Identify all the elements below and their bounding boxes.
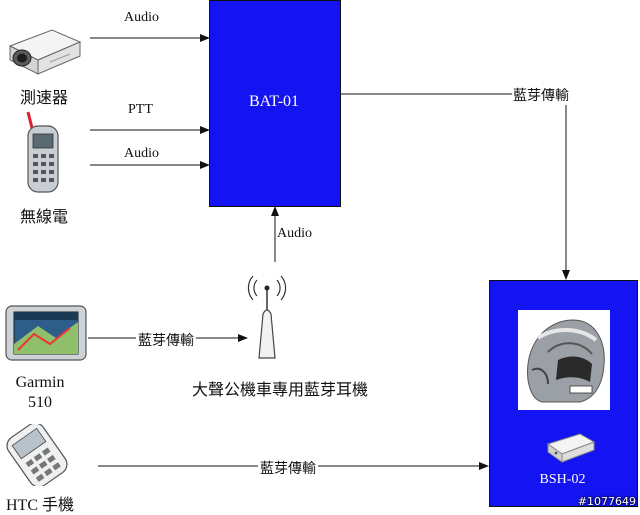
edge-label-radio-ptt: PTT — [128, 102, 153, 117]
edge-label-headset-audio: Audio — [277, 226, 312, 241]
edge-label-radio-audio: Audio — [124, 146, 159, 161]
headset-icon — [247, 275, 287, 359]
edge-label-projector-audio: Audio — [124, 10, 159, 25]
helmet-icon — [518, 310, 610, 410]
gps-label-line2: 510 — [28, 394, 52, 411]
speed-detector-label: 測速器 — [19, 90, 68, 107]
edge-label-bat-bsh: 藍芽傳輸 — [512, 85, 570, 105]
bsh02-device-icon — [546, 433, 596, 463]
edge-label-garmin-headset: 藍芽傳輸 — [136, 330, 196, 350]
gps-label-line1: Garmin — [15, 374, 65, 391]
edge-label-htc-bsh: 藍芽傳輸 — [258, 458, 318, 478]
bat01-box — [209, 0, 341, 207]
projector-icon — [8, 29, 82, 75]
phone-icon — [6, 424, 68, 486]
gps-device-icon — [5, 305, 87, 361]
radio-label: 無線電 — [19, 209, 68, 226]
arrow-bat-to-bsh — [340, 93, 570, 280]
bsh02-label: BSH-02 — [539, 472, 586, 487]
watermark-id: #1077649 — [577, 495, 636, 508]
radio-icon — [26, 111, 59, 193]
bat01-label: BAT-01 — [248, 93, 300, 110]
phone-label: HTC 手機 — [5, 497, 74, 514]
headset-label: 大聲公機車專用藍芽耳機 — [191, 382, 368, 399]
